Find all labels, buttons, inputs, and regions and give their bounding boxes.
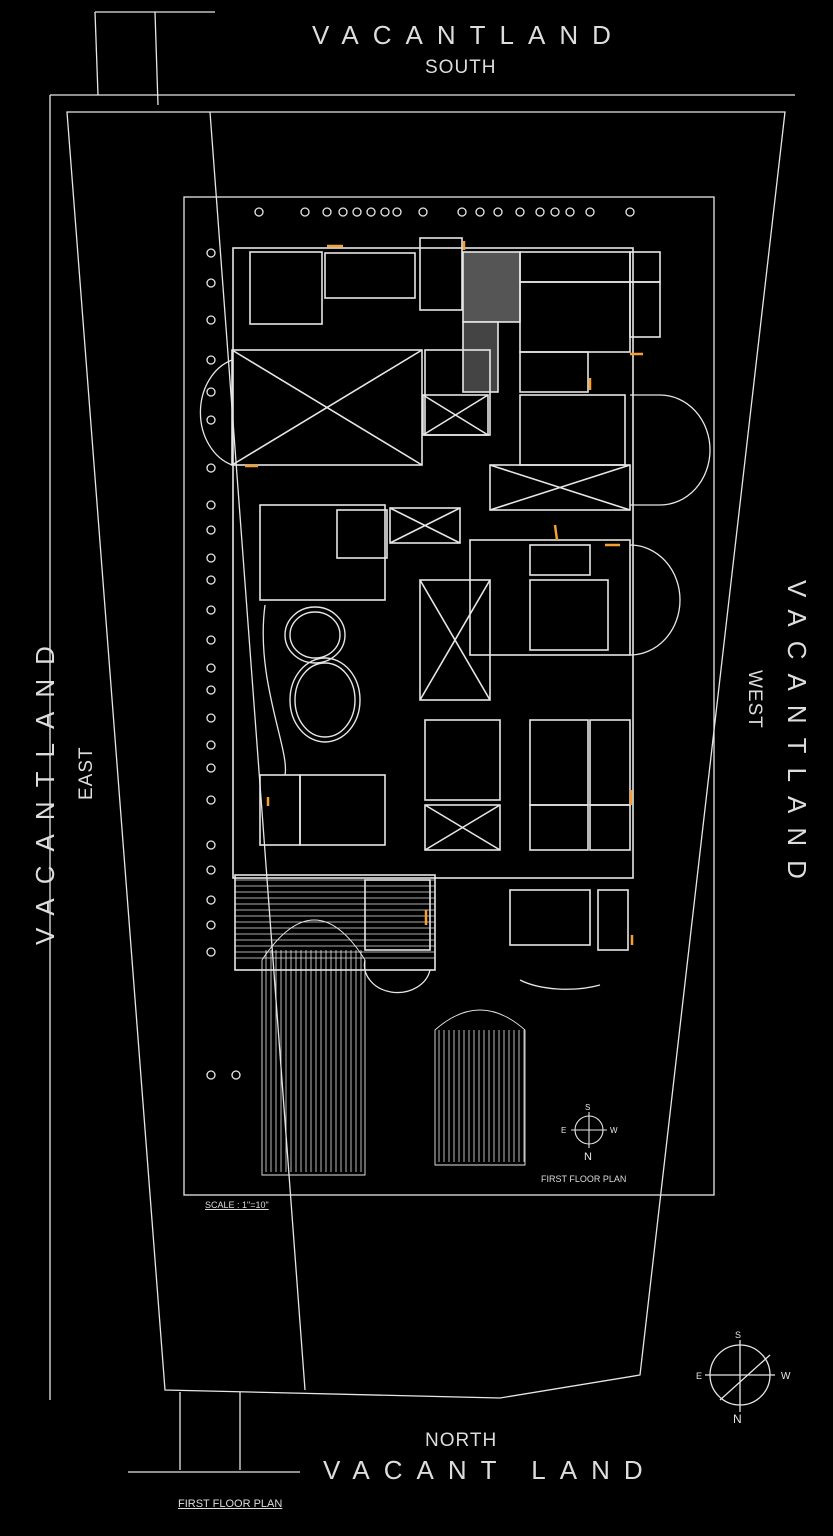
compass-e-small: E	[561, 1126, 566, 1135]
plan-title-small: FIRST FLOOR PLAN	[541, 1174, 627, 1184]
compass-n-small: N	[584, 1151, 592, 1163]
compass-w-large: W	[781, 1371, 791, 1382]
right-land-label: VACANTLAND	[782, 580, 812, 893]
compass-rose-large	[705, 1340, 775, 1412]
top-direction-label: SOUTH	[425, 57, 497, 78]
tree-row-top	[254, 207, 635, 217]
compass-n-large: N	[733, 1412, 742, 1426]
building-outline	[231, 237, 661, 971]
right-direction-label: WEST	[744, 670, 765, 729]
door-marks	[245, 241, 643, 945]
plan-title-bottom: FIRST FLOOR PLAN	[178, 1498, 283, 1510]
compass-e-large: E	[696, 1371, 702, 1381]
pool	[284, 606, 361, 743]
tree-row-left	[206, 248, 241, 1080]
compass-rose-small	[571, 1112, 607, 1148]
left-land-label: VACANTLAND	[30, 632, 60, 945]
compass-s-large: S	[735, 1330, 741, 1340]
plot-rectangle	[183, 196, 715, 1196]
site-boundary	[66, 111, 786, 1399]
bottom-land-label: VACANT LAND	[323, 1455, 657, 1485]
top-land-label: VACANTLAND	[312, 20, 625, 50]
bottom-direction-label: NORTH	[425, 1430, 498, 1451]
compass-w-small: W	[610, 1126, 618, 1135]
left-direction-label: EAST	[76, 746, 97, 800]
compass-s-small: S	[585, 1103, 590, 1112]
scale-label: SCALE : 1"=10"	[205, 1200, 269, 1210]
